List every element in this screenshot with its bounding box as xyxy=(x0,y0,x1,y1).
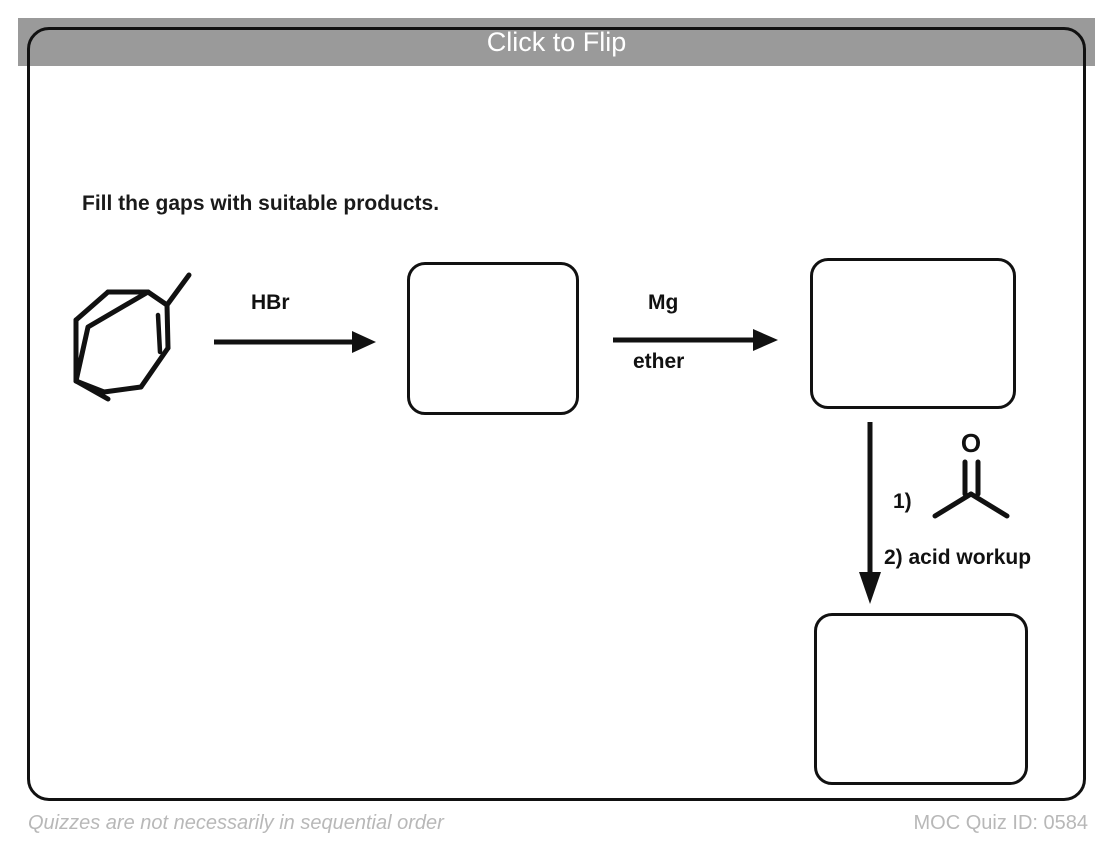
answer-box-product-3[interactable] xyxy=(814,613,1028,785)
reagent-label-step-1: 1) xyxy=(893,490,912,513)
answer-box-product-2[interactable] xyxy=(810,258,1016,409)
prompt-text: Fill the gaps with suitable products. xyxy=(82,192,440,215)
reagent-label-hbr: HBr xyxy=(251,291,290,314)
footer-note: Quizzes are not necessarily in sequentia… xyxy=(28,812,444,834)
click-to-flip-title[interactable]: Click to Flip xyxy=(486,27,627,57)
flashcard-panel[interactable] xyxy=(27,27,1086,801)
reagent-label-step-2: 2) acid workup xyxy=(884,546,1032,569)
footer-quiz-id: MOC Quiz ID: 0584 xyxy=(913,812,1088,834)
answer-box-product-1[interactable] xyxy=(407,262,579,415)
header-band xyxy=(18,18,1095,66)
reagent-label-mg: Mg xyxy=(648,291,679,314)
reagent-label-ether: ether xyxy=(633,350,685,373)
